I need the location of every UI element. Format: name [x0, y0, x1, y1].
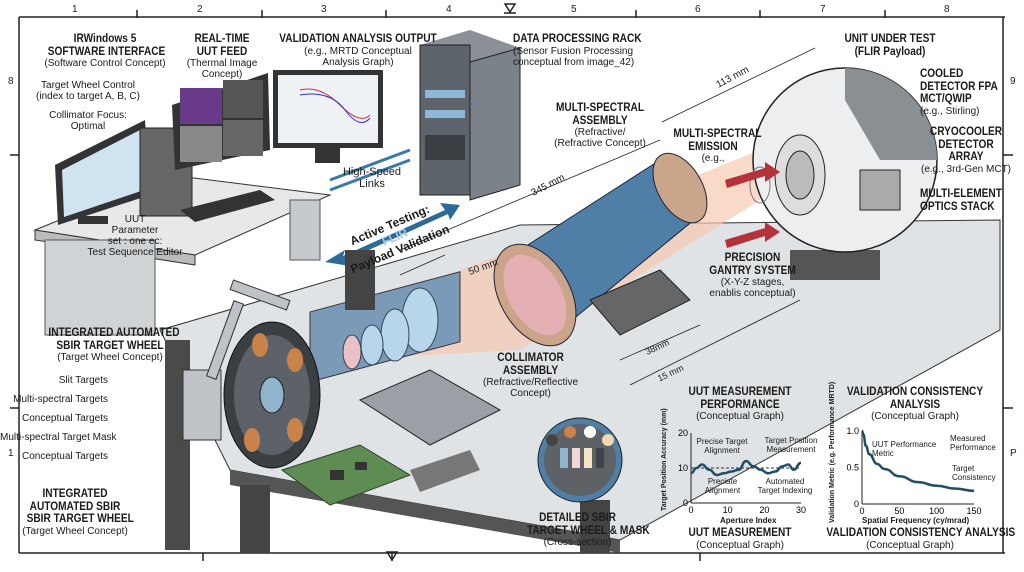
chart2-ann-target: Target Consistency	[952, 464, 996, 482]
dimension-lines	[399, 47, 816, 386]
collimator-cylinder	[493, 152, 708, 347]
robot-arm	[182, 279, 291, 441]
chart2-footer: VALIDATION CONSISTENCY ANALYSIS(Conceptu…	[826, 527, 1016, 551]
chart2-ylabel: Validation Metric (e.g. Performance MRTD…	[829, 381, 836, 523]
chart1-xlabel: Aperture Index	[720, 516, 777, 525]
chart2-legend: Measured Performance	[950, 434, 996, 452]
chart2-ann-uut: UUT Performance Metric	[872, 440, 937, 458]
x-tick-label: 10	[723, 505, 733, 515]
chart2-title: VALIDATION CONSISTENCY ANALYSIS(Conceptu…	[846, 386, 984, 422]
chart1-ann-indexing: Automated Target Indexing	[757, 477, 813, 495]
software-monitor	[55, 120, 150, 225]
series-line	[690, 459, 802, 477]
wheel-item-conceptual: Conceptual Targets	[22, 413, 108, 424]
ruler-left-1: 1	[8, 448, 14, 459]
x-tick-label: 20	[759, 505, 769, 515]
x-tick-label: 150	[966, 506, 981, 516]
y-tick-label: 0	[854, 499, 859, 509]
target-wheel-control-label: Target Wheel Control(index to target A, …	[36, 80, 140, 102]
chart1-title: UUT MEASUREMENT PERFORMANCE(Conceptual G…	[688, 386, 792, 422]
chart2-xlabel: Spatial Frequency (cy/mrad)	[862, 516, 970, 525]
validation-output-label: VALIDATION ANALYSIS OUTPUT(e.g., MRTD Co…	[279, 33, 437, 68]
wheel-item-mask: Multi-spectral Target Mask	[0, 432, 117, 443]
y-tick-label: 10	[678, 463, 688, 473]
series-line	[861, 429, 975, 493]
emission-arrows	[725, 162, 780, 248]
wheel-item-conceptual-2: Conceptual Targets	[22, 451, 108, 462]
y-tick-label: 0	[683, 498, 688, 508]
y-tick-label: 20	[678, 428, 688, 438]
y-tick-label: 0.5	[846, 463, 859, 473]
xy-stage	[358, 369, 502, 492]
wheel-item-multispectral: Multi-spectral Targets	[13, 394, 108, 405]
unit-under-test	[749, 67, 938, 280]
circuit-board	[280, 444, 412, 506]
ruler-2: 2	[197, 4, 203, 15]
x-tick-label: 30	[796, 505, 806, 515]
ruler-8: 8	[944, 4, 950, 15]
chart1-footer: UUT MEASUREMENT(Conceptual Graph)	[688, 527, 792, 551]
ruler-1: 1	[72, 4, 78, 15]
detailed-wheel-inset	[537, 417, 623, 503]
x-tick-label: 0	[688, 505, 693, 515]
ruler-6: 6	[695, 4, 701, 15]
uut-label: UNIT UNDER TEST(FLIR Payload)	[844, 33, 936, 58]
x-tick-label: 0	[859, 506, 864, 516]
chart1-ann-precise: Precise Target Alignment	[696, 437, 748, 455]
x-tick-label: 100	[929, 506, 944, 516]
x-tick-label: 50	[894, 506, 904, 516]
analysis-monitor	[273, 70, 383, 163]
ruler-right-9: 9	[1010, 76, 1016, 87]
ruler-4: 4	[446, 4, 452, 15]
wheel-item-slit: Slit Targets	[58, 375, 108, 386]
chart1-ann-preciate: Preciate Alignment	[704, 477, 741, 495]
ruler-right-p: P	[1010, 448, 1017, 459]
uut-measurement-chart: 0 10 20 30 0 10 20	[678, 428, 806, 515]
y-tick-label: 1.0	[846, 426, 859, 436]
high-speed-links-arrows	[329, 148, 411, 192]
ruler-5: 5	[571, 4, 577, 15]
keyboard	[180, 190, 275, 222]
data-processing-rack	[419, 30, 521, 201]
drawing-frame	[10, 3, 1013, 562]
chart1-ylabel: Target Position Accuracy (mm)	[661, 408, 668, 511]
rack-label: DATA PROCESSING RACK(Sensor Fusion Proce…	[513, 33, 642, 68]
thermal-feed-monitor	[172, 73, 270, 170]
ruler-3: 3	[321, 4, 327, 15]
validation-consistency-chart: 0 50 100 150 0 0.5 1.0	[846, 426, 981, 516]
ruler-left-8: 8	[8, 76, 14, 87]
lens-train	[309, 250, 461, 383]
chart1-legend: Target Position Measurement	[764, 436, 818, 454]
target-wheel	[223, 321, 321, 469]
collimator-focus-label: Collimator Focus:Optimal	[49, 110, 127, 132]
ruler-7: 7	[820, 4, 826, 15]
